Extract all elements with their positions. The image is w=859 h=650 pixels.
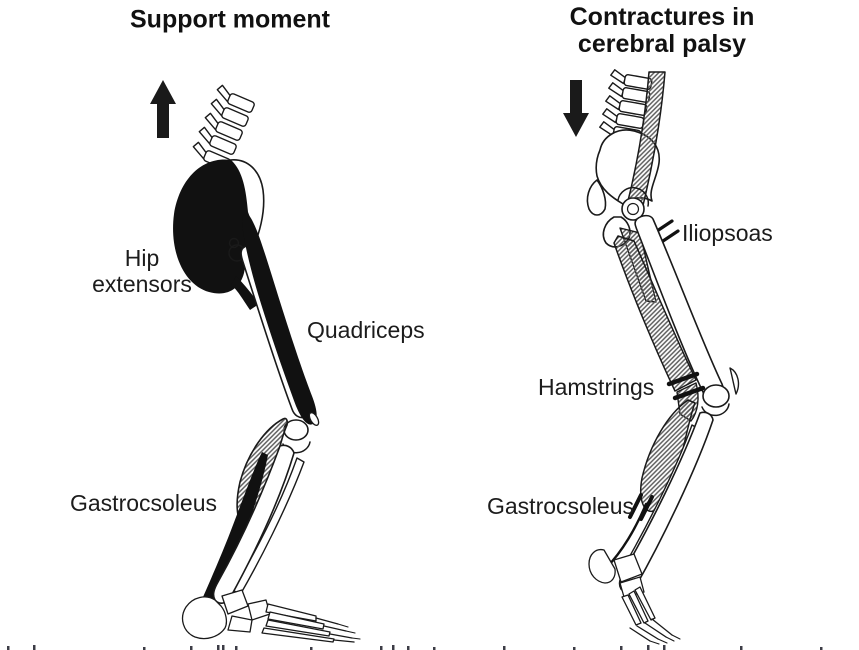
- hamstrings-contracture-marks: [666, 371, 706, 401]
- hip-extensors-label: Hip extensors: [92, 245, 192, 297]
- hamstrings-muscle: [613, 235, 697, 392]
- left-figure-support-moment: [150, 80, 361, 643]
- lateral-condyle-crescent: [729, 367, 740, 395]
- right-panel-title: Contractures in cerebral palsy: [570, 4, 755, 58]
- hamstrings-label: Hamstrings: [538, 374, 655, 400]
- soleus-achilles-muscle-left: [189, 452, 268, 630]
- knee-condyle-right: [702, 384, 730, 408]
- iliopsoas-label: Iliopsoas: [682, 220, 773, 246]
- gastrocsoleus-label-left: Gastrocsoleus: [70, 490, 218, 516]
- cropped-caption-fragments: [7, 645, 823, 650]
- up-arrow-icon: [150, 80, 176, 138]
- right-figure-contractures: [563, 68, 740, 645]
- quadriceps-label: Quadriceps: [307, 317, 425, 343]
- foot-skeleton-right-equinus: [588, 548, 681, 645]
- left-panel-title: Support moment: [130, 5, 330, 34]
- acetabulum-arc: [617, 187, 650, 207]
- gastrocsoleus-contracture-marks: [628, 493, 654, 521]
- patella-left: [308, 412, 320, 426]
- hip-joint-detail: [228, 237, 240, 249]
- femoral-head-right: [621, 197, 645, 221]
- hip-extensors-label-line2: extensors: [92, 271, 192, 297]
- right-panel-title-line2: cerebral palsy: [577, 30, 747, 58]
- quadriceps-muscle: [242, 212, 317, 425]
- hip-extensors-tail: [231, 276, 259, 310]
- knee-joint-arc-right: [701, 403, 730, 417]
- right-panel-title-line1: Contractures in: [569, 3, 755, 31]
- foot-skeleton-left: [181, 589, 361, 643]
- lumbar-spine-left: [189, 83, 258, 171]
- femoral-head-inner: [626, 202, 640, 216]
- tibia-bone-left: [212, 444, 295, 604]
- gastrocsoleus-label-right: Gastrocsoleus: [487, 493, 635, 519]
- down-arrow-icon: [563, 80, 589, 137]
- hip-extensors-label-line1: Hip: [124, 245, 160, 271]
